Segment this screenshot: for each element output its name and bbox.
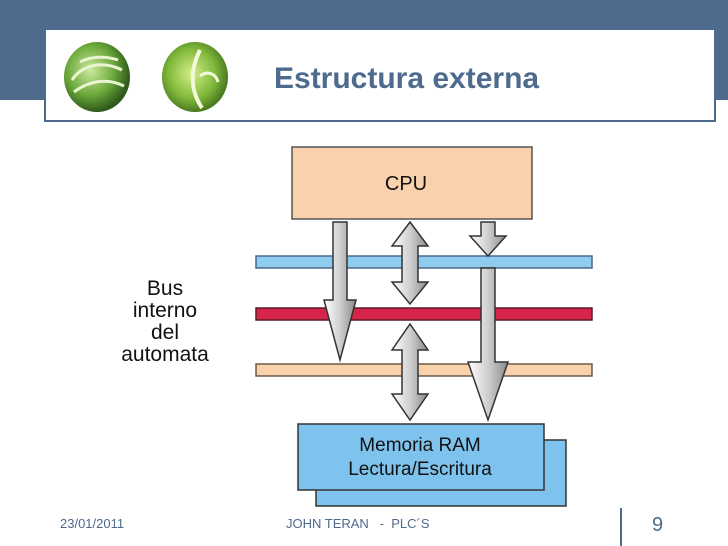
arrow-bidirectional-upper bbox=[390, 220, 430, 306]
arrow-down-left bbox=[323, 221, 357, 363]
cpu-label: CPU bbox=[385, 173, 427, 195]
leaf-icon bbox=[64, 42, 130, 112]
footer-divider bbox=[620, 508, 622, 546]
plant-icon bbox=[162, 42, 228, 112]
memory-label-line1: Memoria RAM bbox=[359, 435, 480, 456]
slide-title: Estructura externa bbox=[274, 62, 540, 95]
arrow-down-right-lower bbox=[466, 267, 510, 423]
bus-label-line: interno bbox=[132, 299, 198, 322]
bus-line-red bbox=[255, 307, 593, 321]
bus-label-line: Bus bbox=[146, 277, 184, 300]
memory-box bbox=[297, 423, 545, 491]
bus-label: Bus interno del automata bbox=[100, 278, 230, 366]
bus-label-line: automata bbox=[121, 343, 209, 366]
title-frame bbox=[44, 28, 716, 122]
cpu-box bbox=[291, 146, 533, 220]
bus-label-line: del bbox=[150, 321, 180, 344]
arrow-bidirectional-lower bbox=[390, 322, 430, 422]
bus-line-blue bbox=[255, 255, 593, 269]
memory-label-line2: Lectura/Escritura bbox=[348, 459, 492, 480]
arrow-down-right-upper bbox=[468, 221, 508, 258]
footer-author: JOHN TERAN - PLC´S bbox=[286, 516, 430, 531]
bus-line-orange bbox=[255, 363, 593, 377]
page-number: 9 bbox=[652, 514, 664, 536]
footer-date: 23/01/2011 bbox=[60, 516, 125, 531]
